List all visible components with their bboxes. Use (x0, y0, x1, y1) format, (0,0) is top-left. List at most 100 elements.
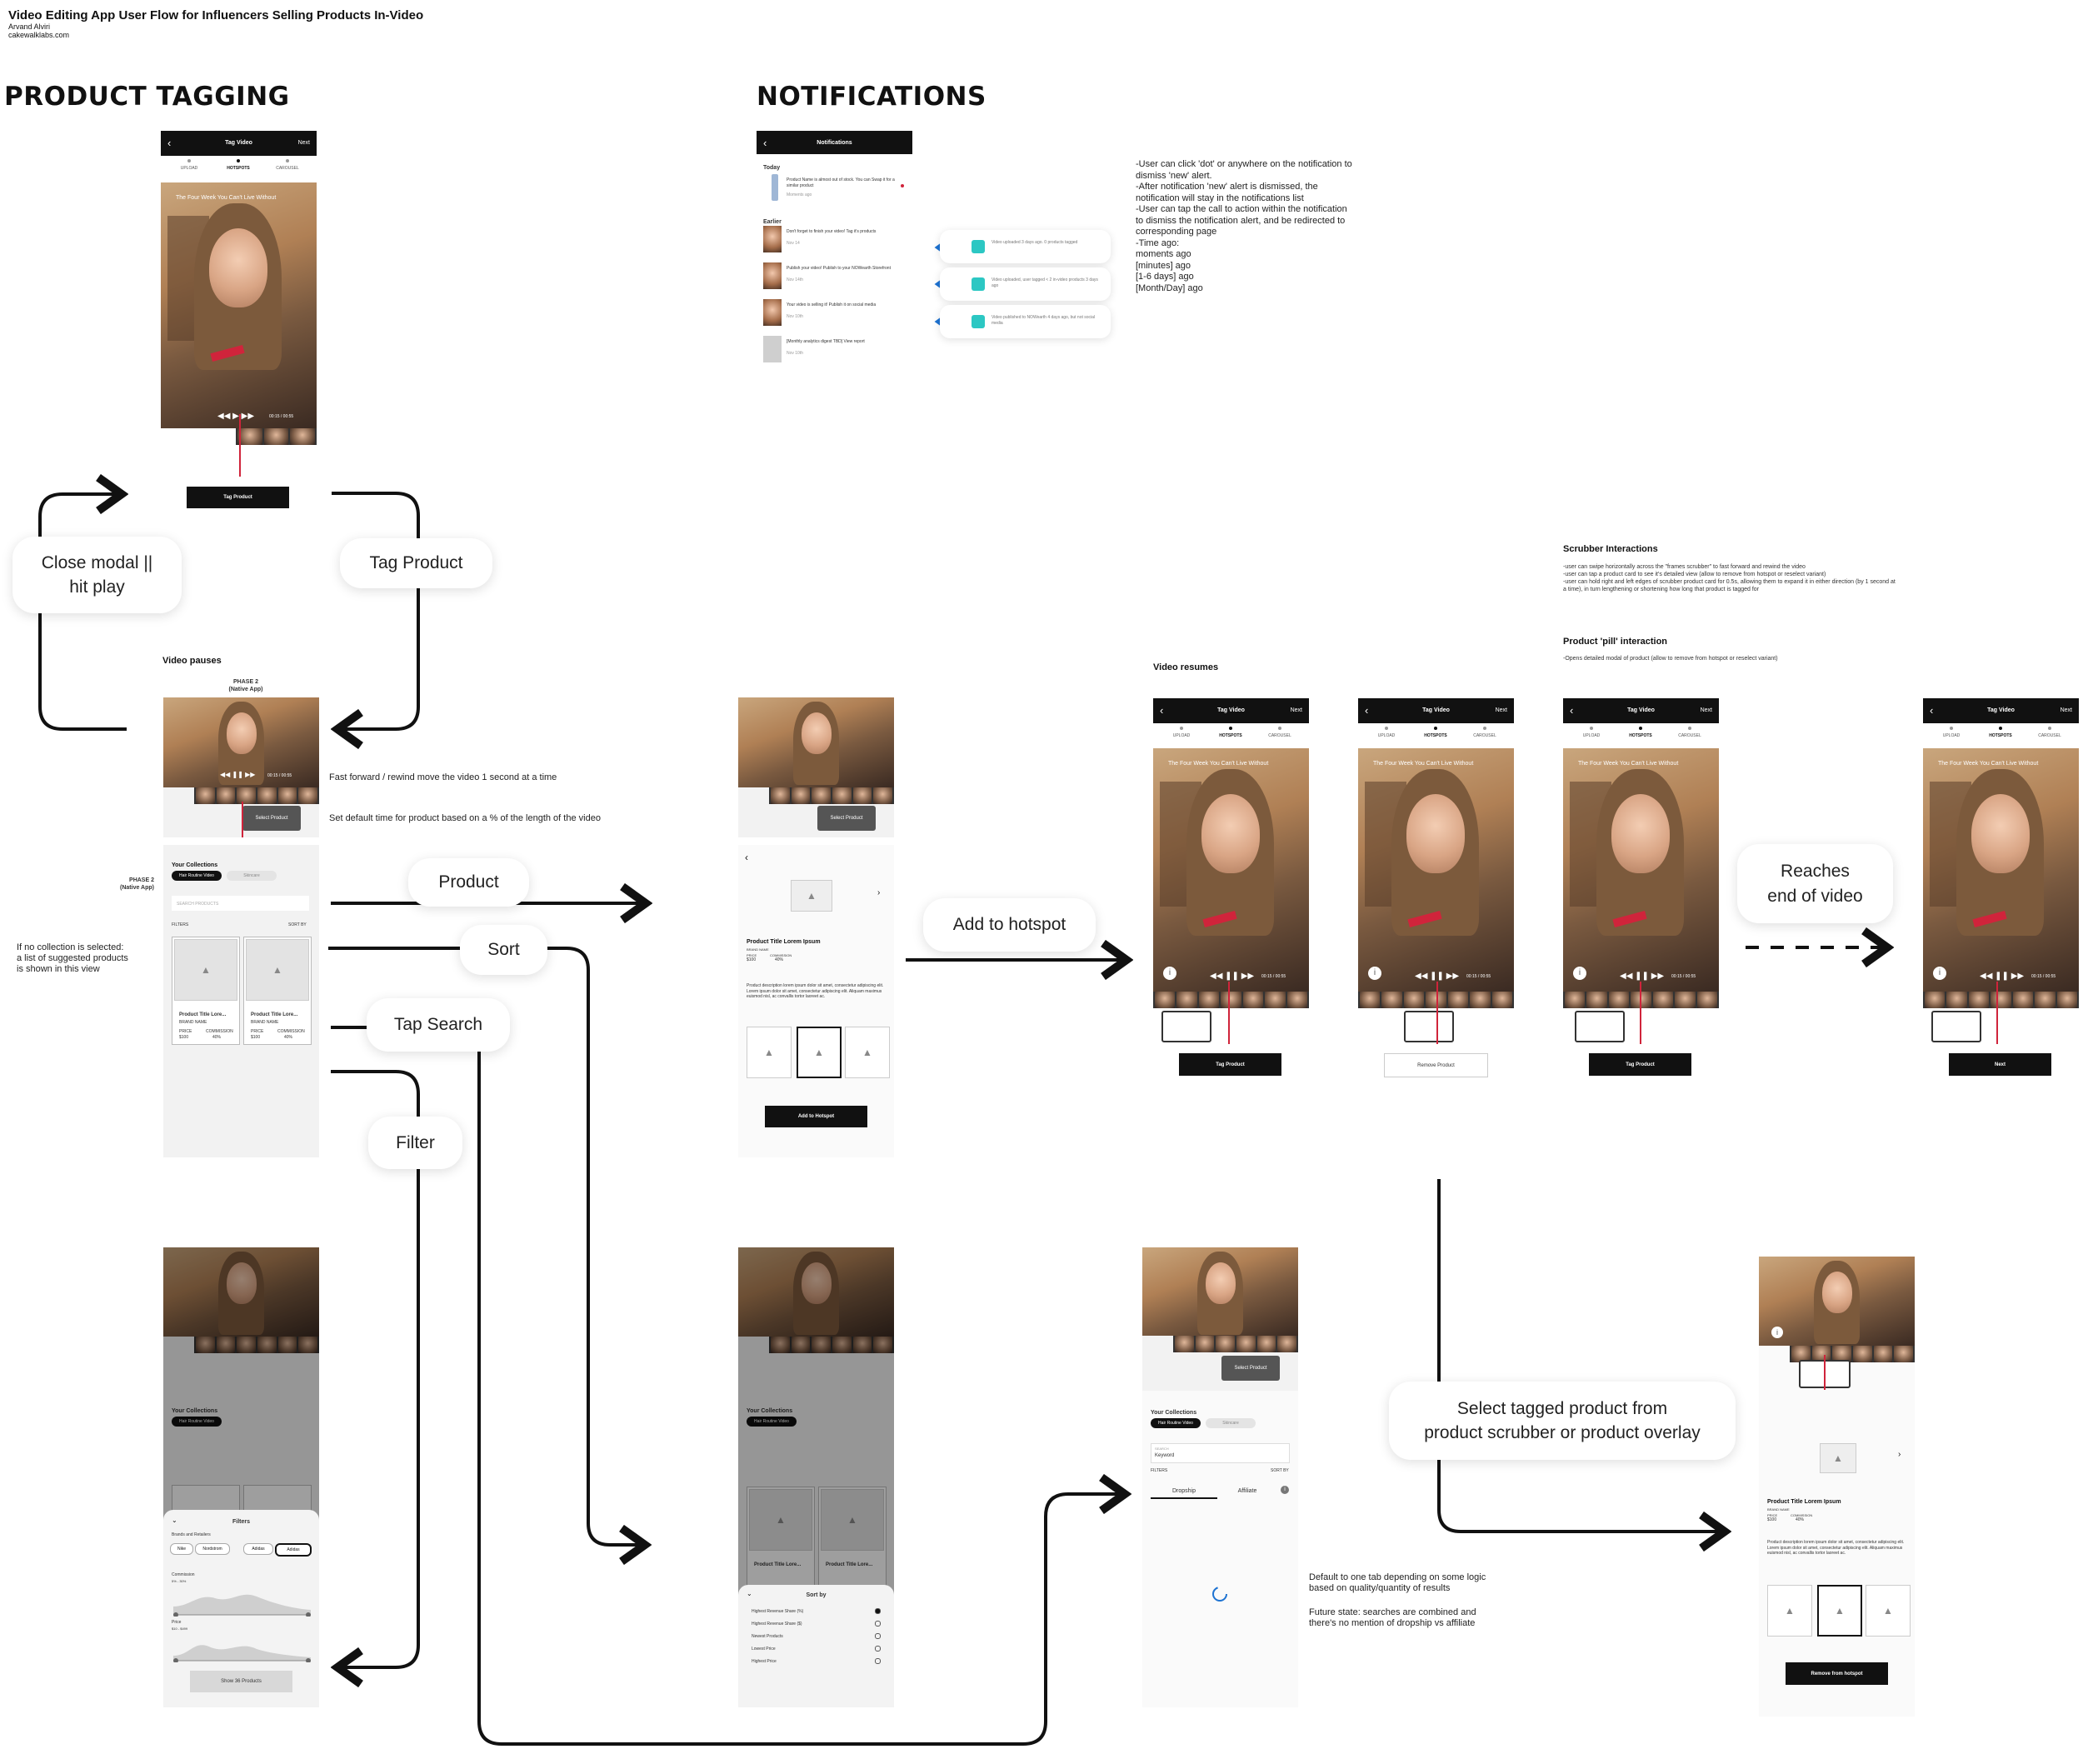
collection-chip[interactable]: Skincare (1206, 1418, 1256, 1428)
playback-controls-icon[interactable]: ◀◀ ❚❚ ▶▶ (1415, 972, 1459, 981)
video-player[interactable]: The Four Week You Can't Live Without ◀◀ … (161, 182, 317, 428)
scrubber-playhead[interactable] (239, 414, 241, 477)
variant-thumb-selected[interactable]: ▲ (797, 1027, 842, 1078)
info-icon[interactable]: i (1281, 1486, 1289, 1494)
chevron-right-icon[interactable]: › (877, 888, 880, 897)
playback-controls-icon[interactable]: ◀◀ ❚❚ ▶▶ (220, 771, 255, 778)
tag-product-button[interactable]: Tag Product (1589, 1053, 1691, 1076)
add-to-hotspot-button[interactable]: Add to Hotspot (765, 1106, 867, 1127)
scrubber-playhead[interactable] (1228, 982, 1230, 1044)
radio-icon[interactable] (875, 1633, 881, 1639)
paused-video (1142, 1247, 1298, 1336)
notification-item[interactable]: [Monthly analytics digest TBD] View repo… (763, 336, 906, 364)
scrubber-playhead[interactable] (1824, 1355, 1826, 1390)
playback-controls-icon[interactable]: ◀◀ ❚❚ ▶▶ (1210, 972, 1254, 981)
notification-item[interactable]: Your video is selling it! Publish it on … (763, 299, 906, 327)
tab-affiliate[interactable]: Affiliate (1222, 1487, 1272, 1495)
next-button[interactable]: Next (1949, 1053, 2051, 1076)
notification-item[interactable]: Don't forget to finish your video! Tag i… (763, 226, 906, 254)
tag-product-button[interactable]: Tag Product (187, 487, 289, 508)
radio-icon[interactable] (875, 1658, 881, 1664)
back-icon[interactable]: ‹ (745, 852, 748, 863)
select-product-card[interactable]: Select Product (242, 806, 301, 831)
brand-chip[interactable]: Nike (170, 1543, 193, 1555)
playback-controls-icon[interactable]: ◀◀ ❚❚ ▶▶ (1620, 972, 1664, 981)
frames-scrubber[interactable] (1153, 992, 1309, 1008)
scrubber-product-card[interactable] (1575, 1011, 1625, 1042)
variant-thumb[interactable]: ▲ (845, 1027, 890, 1078)
tag-product-button[interactable]: Tag Product (1179, 1053, 1281, 1076)
radio-icon[interactable] (875, 1621, 881, 1627)
product-pill-icon[interactable]: i (1368, 967, 1381, 980)
product-pill-icon[interactable]: i (1573, 967, 1586, 980)
frames-scrubber[interactable] (1923, 992, 2079, 1008)
sort-option[interactable]: Highest Revenue Share ($) (752, 1621, 881, 1628)
scrubber-playhead[interactable] (1640, 982, 1641, 1044)
sort-link[interactable]: SORT BY (1271, 1467, 1289, 1475)
filters-link[interactable]: FILTERS (172, 922, 188, 929)
variant-thumb[interactable]: ▲ (747, 1027, 792, 1078)
brand-chip-selected[interactable]: Adidas (275, 1543, 312, 1557)
notification-item-today[interactable]: Product Name is almost out of stock. You… (763, 174, 906, 202)
next-link[interactable]: Next (298, 140, 310, 146)
product-card[interactable]: ▲ Product Title Lore... BRAND NAME PRICE… (172, 937, 240, 1045)
brand-chip[interactable]: Nordstrom (195, 1543, 230, 1555)
playback-controls-icon[interactable]: ◀◀ ❚❚ ▶▶ (1980, 972, 2024, 981)
scrubber-playhead[interactable] (242, 802, 243, 837)
scrubber-product-card[interactable] (1161, 1011, 1211, 1042)
note-default-tab: Default to one tab depending on some log… (1309, 1572, 1486, 1594)
show-products-button[interactable]: Show 36 Products (190, 1671, 292, 1692)
radio-icon[interactable] (875, 1646, 881, 1652)
select-product-card[interactable]: Select Product (1221, 1356, 1280, 1381)
sort-option[interactable]: Highest Price (752, 1658, 881, 1666)
scrubber-playhead[interactable] (1436, 982, 1438, 1044)
frames-scrubber[interactable] (236, 428, 317, 445)
variant-thumb[interactable]: ▲ (1866, 1585, 1911, 1637)
radio-icon[interactable] (875, 1608, 881, 1614)
collection-chip-active[interactable]: Hair Routine Video (1151, 1418, 1201, 1428)
select-product-card[interactable]: Select Product (817, 806, 876, 831)
sort-option[interactable]: Newest Products (752, 1633, 881, 1641)
collection-chip-active[interactable]: Hair Routine Video (172, 871, 222, 881)
product-pill-icon[interactable]: i (1163, 967, 1176, 980)
step-upload: UPLOAD (164, 166, 214, 171)
next-link[interactable]: Next (1496, 707, 1507, 713)
next-link[interactable]: Next (1291, 707, 1302, 713)
collection-chip[interactable]: Skincare (227, 871, 277, 881)
search-input[interactable]: SEARCH PRODUCTS (172, 896, 309, 911)
step-hotspots: HOTSPOTS (213, 166, 263, 171)
top-bar: ‹ Tag Video Next (1358, 698, 1514, 723)
tab-dropship[interactable]: Dropship (1151, 1487, 1217, 1499)
price-value: $100 (1767, 1517, 1776, 1524)
filters-link[interactable]: FILTERS (1151, 1467, 1167, 1475)
search-input[interactable]: SEARCH Keyword (1151, 1443, 1290, 1463)
next-link[interactable]: Next (1701, 707, 1712, 713)
chevron-right-icon[interactable]: › (1898, 1450, 1901, 1459)
sort-option-label: Highest Revenue Share ($) (752, 1622, 802, 1627)
product-card[interactable]: ▲ Product Title Lore... BRAND NAME PRICE… (243, 937, 312, 1045)
next-link[interactable]: Next (2061, 707, 2072, 713)
variant-thumb[interactable]: ▲ (1767, 1585, 1812, 1637)
brand-chip[interactable]: Adidas (243, 1543, 273, 1555)
time-readout: 00:15 / 00:55 (2031, 974, 2056, 979)
scrubber-product-card[interactable] (1404, 1011, 1454, 1042)
remove-product-button[interactable]: Remove Product (1384, 1053, 1488, 1077)
frames-scrubber[interactable] (194, 787, 319, 804)
playback-controls-icon[interactable]: ◀◀ ▶ ▶▶ (217, 412, 254, 421)
sort-option[interactable]: Lowest Price (752, 1646, 881, 1653)
video-player[interactable]: The Four Week You Can't Live Without i ◀… (1358, 748, 1514, 992)
sort-option[interactable]: Highest Revenue Share (%) (752, 1608, 881, 1616)
scrubber-playhead[interactable] (1996, 982, 1998, 1044)
remove-from-hotspot-button[interactable]: Remove from hotspot (1786, 1662, 1888, 1685)
video-player[interactable]: The Four Week You Can't Live Without i ◀… (1923, 748, 2079, 992)
product-pill-icon[interactable]: i (1933, 967, 1946, 980)
sort-link[interactable]: SORT BY (288, 922, 307, 929)
new-dot-icon[interactable] (901, 184, 904, 187)
paused-video[interactable]: ◀◀ ❚❚ ▶▶ 00:15 / 00:55 (163, 697, 319, 787)
scrubber-product-card[interactable] (1931, 1011, 1981, 1042)
variant-thumb-selected[interactable]: ▲ (1817, 1585, 1862, 1637)
video-player[interactable]: The Four Week You Can't Live Without i ◀… (1563, 748, 1719, 992)
video-player[interactable]: The Four Week You Can't Live Without i ◀… (1153, 748, 1309, 992)
product-pill-icon[interactable]: i (1771, 1327, 1783, 1338)
notification-item[interactable]: Publish your video! Publish to your NOWe… (763, 262, 906, 291)
